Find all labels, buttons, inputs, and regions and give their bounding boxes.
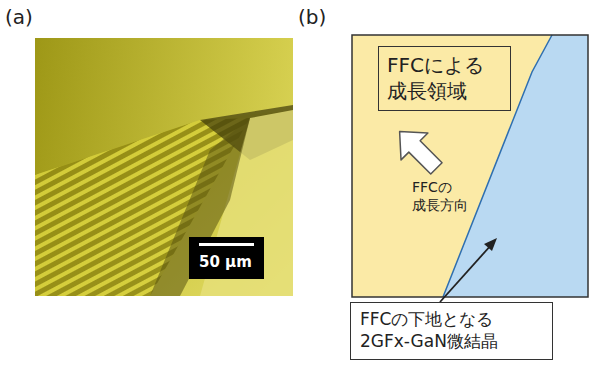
schematic (352, 35, 588, 297)
direction-label: FFCの 成長方向 (412, 178, 476, 214)
scale-line (199, 243, 254, 246)
scale-bar: 50 µm (189, 237, 264, 279)
node-text: FFCによる 成長領域 (387, 52, 499, 104)
leader-arrow (440, 238, 497, 302)
region-label-box: FFCによる 成長領域 (378, 46, 511, 111)
node-text: 50 µm (199, 253, 254, 273)
panel-letter: (a) (5, 4, 33, 30)
node-text: FFCの下地となる 2GFx-GaN微結晶 (360, 308, 540, 352)
growth-arrow (386, 118, 450, 182)
callout-box: FFCの下地となる 2GFx-GaN微結晶 (350, 302, 553, 360)
panel-letter: (b) (298, 4, 326, 30)
micrograph (35, 38, 293, 296)
